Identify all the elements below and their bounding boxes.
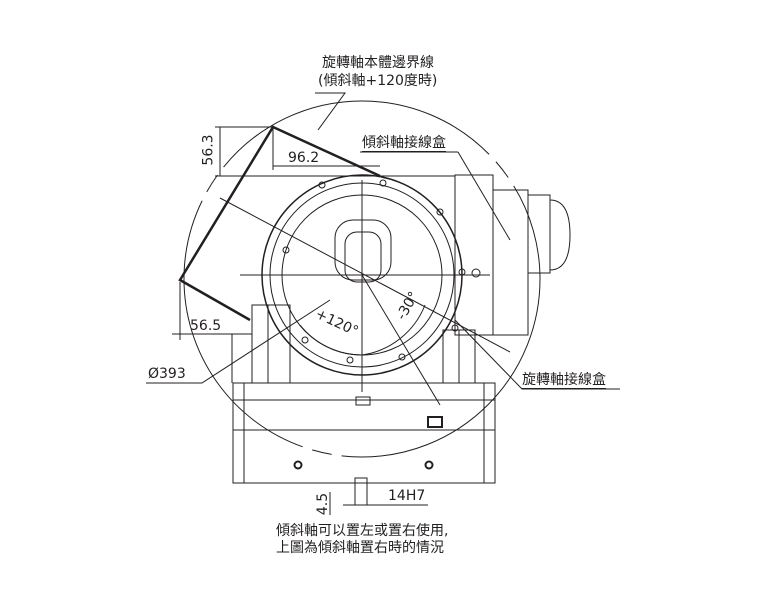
dim-96-2: 96.2 bbox=[288, 150, 320, 166]
dim-14h7: 14H7 bbox=[388, 488, 426, 504]
note-line-2: 上圖為傾斜軸置右時的情況 bbox=[276, 540, 444, 556]
boundary-circle bbox=[183, 100, 541, 458]
boundary-outline bbox=[178, 125, 381, 322]
rotary-junction-box-label: 旋轉軸接線盒 bbox=[522, 372, 606, 389]
dim-56-5: 56.5 bbox=[190, 318, 222, 334]
tilt-junction-box-label: 傾斜軸接線盒 bbox=[362, 135, 446, 152]
note-line-1: 傾斜軸可以置左或置右使用, bbox=[276, 523, 449, 539]
dim-diameter-393: Ø393 bbox=[148, 366, 186, 382]
dim-4-5: 4.5 bbox=[315, 492, 332, 516]
rotary-boundary-label-1: 旋轉軸本體邊界線 bbox=[322, 55, 434, 71]
motor bbox=[527, 194, 551, 274]
rotary-boundary-label-2: (傾斜軸+120度時) bbox=[318, 73, 438, 89]
base bbox=[232, 382, 496, 484]
dim-56-3: 56.3 bbox=[200, 134, 217, 166]
